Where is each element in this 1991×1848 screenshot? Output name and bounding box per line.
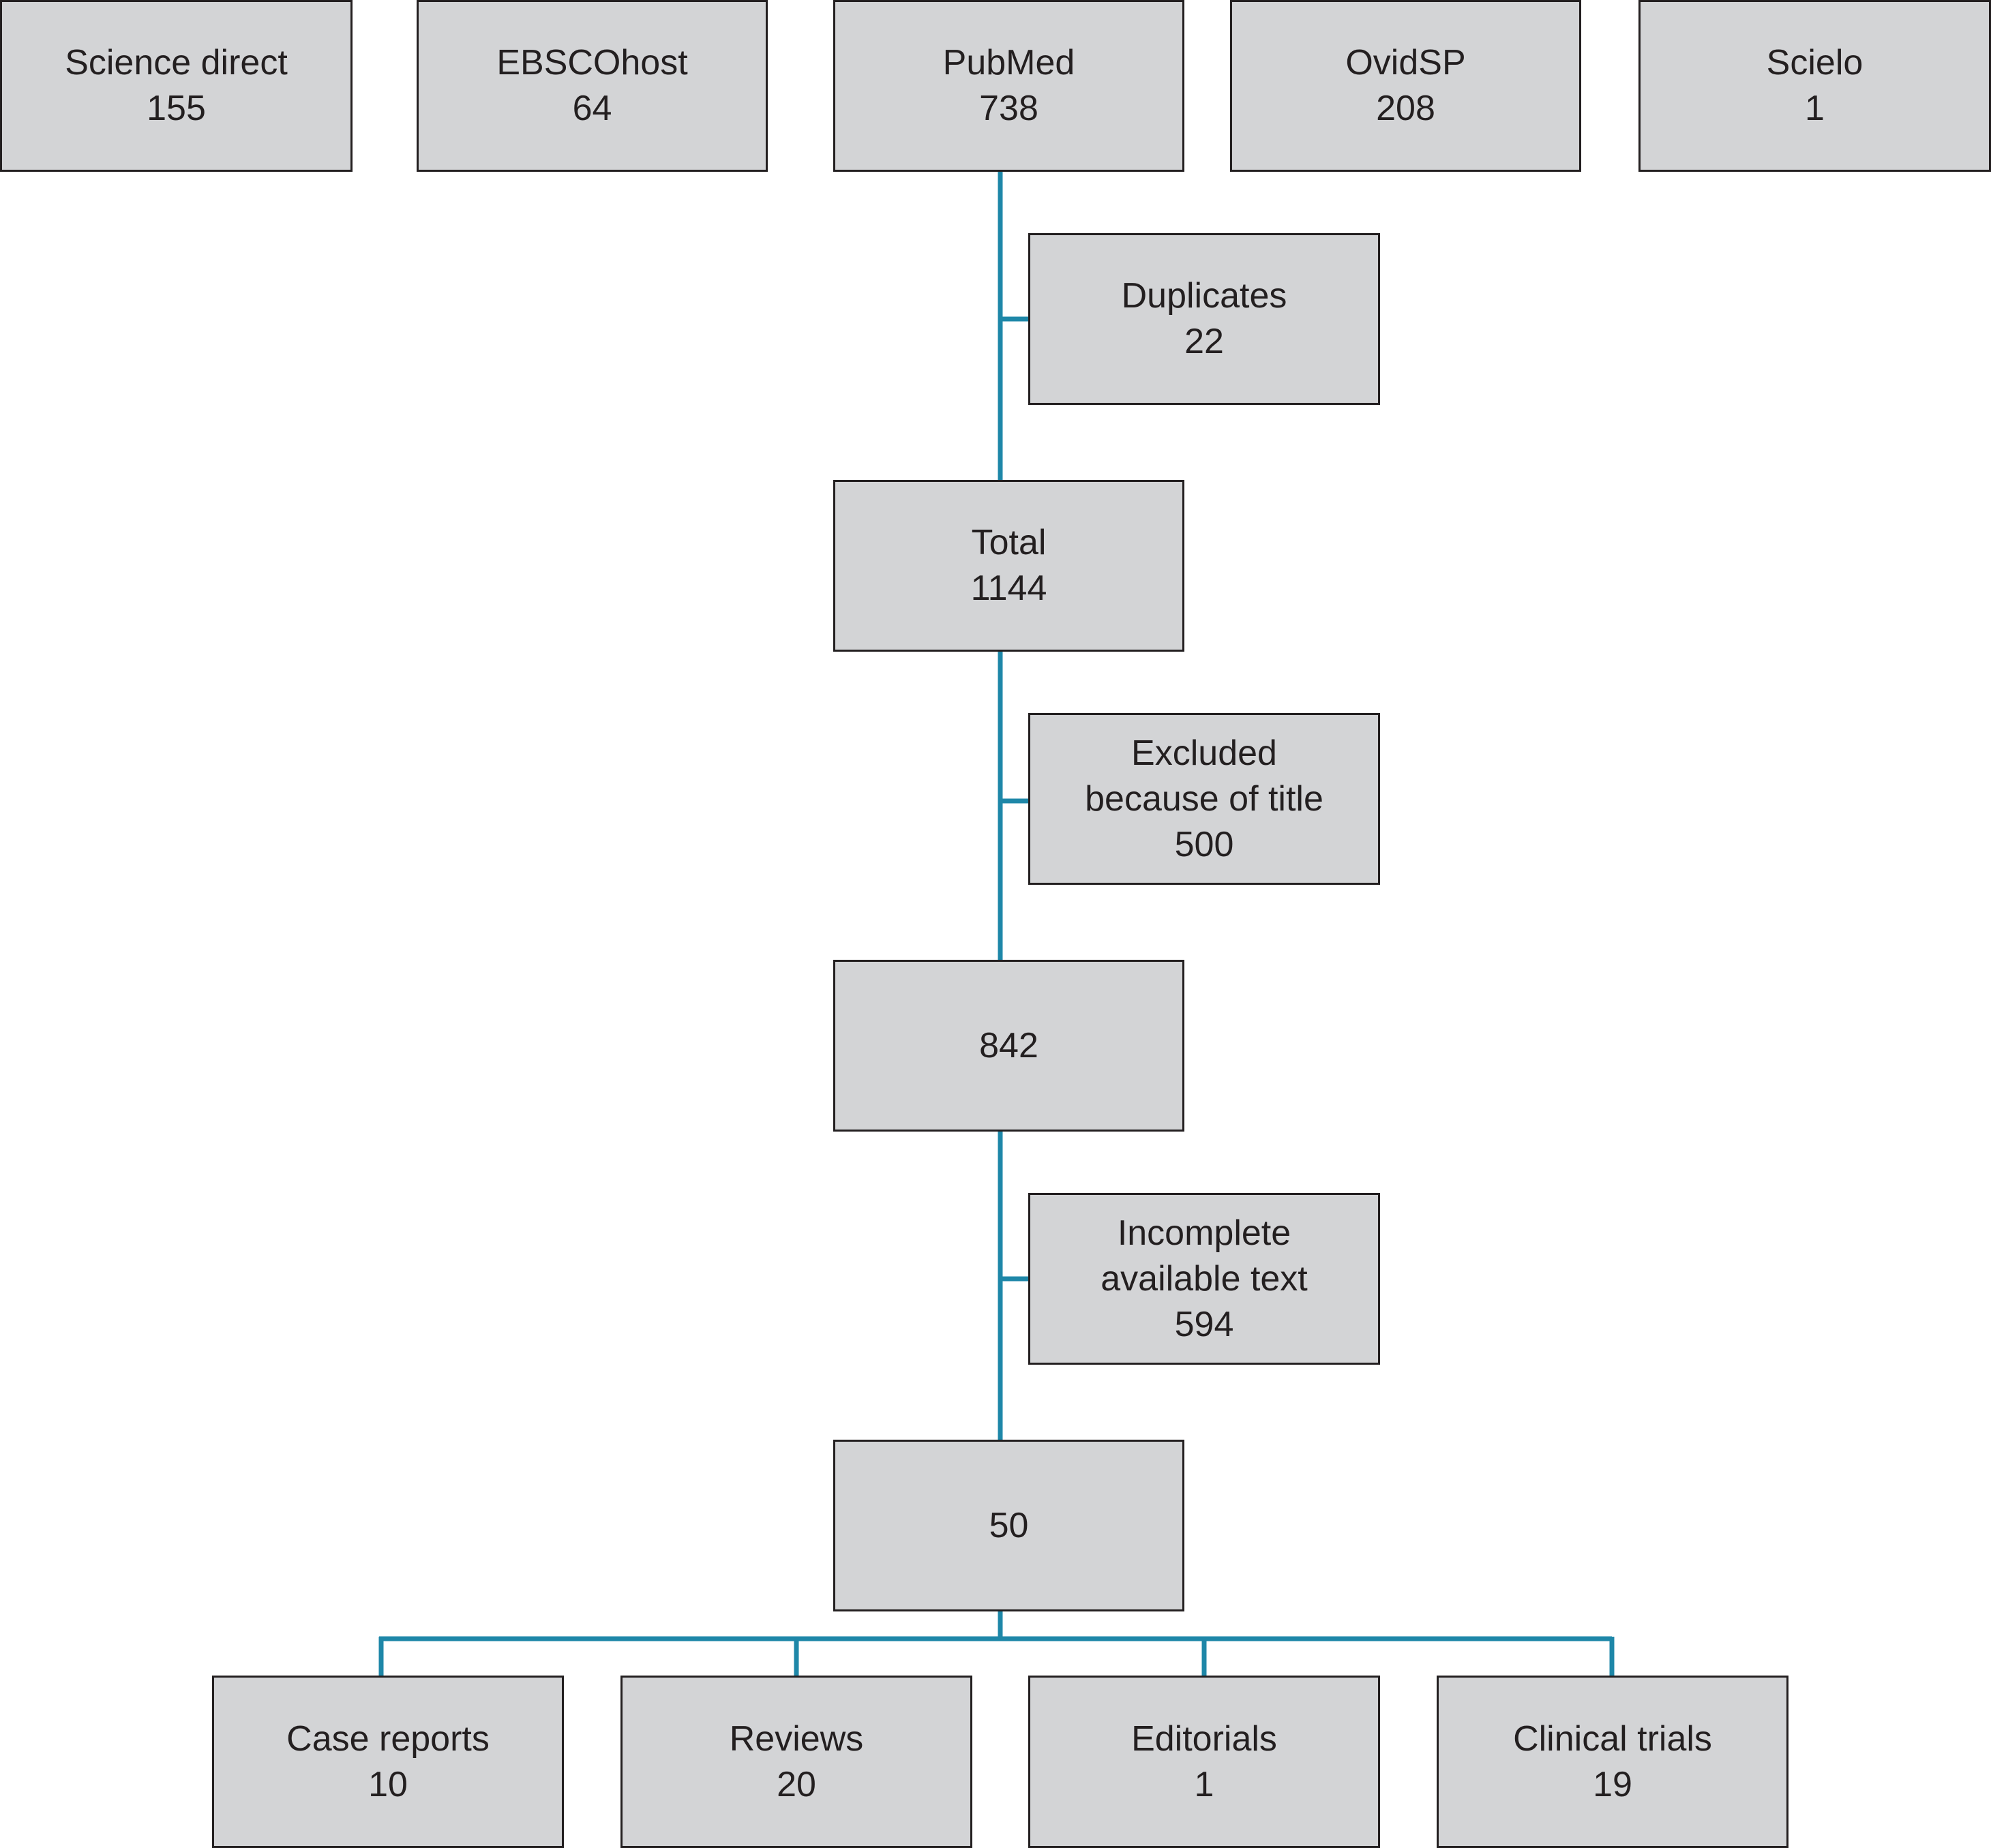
outcome-clinical-trials: Clinical trials 19 [1437,1676,1788,1848]
source-pubmed: PubMed 738 [833,0,1184,172]
final-box: 50 [833,1440,1184,1611]
incomplete-text-box: Incomplete available text 594 [1028,1193,1380,1365]
after-title-box: 842 [833,960,1184,1132]
excluded-title-line1: Excluded [1131,733,1277,773]
duplicates-box: Duplicates 22 [1028,233,1380,405]
outcome-editorials: Editorials 1 [1028,1676,1380,1848]
source-count: 208 [1376,89,1435,128]
final-count: 50 [989,1505,1029,1545]
incomplete-text-line2: available text [1101,1258,1308,1299]
total-box: Total 1144 [833,480,1184,652]
outcome-count: 19 [1593,1764,1632,1804]
source-label: PubMed [942,43,1075,82]
outcome-label: Editorials [1131,1718,1277,1759]
total-count: 1144 [970,569,1047,608]
source-count: 738 [979,89,1038,128]
source-count: 1 [1805,89,1825,128]
outcome-reviews: Reviews 20 [620,1676,972,1848]
source-label: Science direct [65,43,288,82]
source-scielo: Scielo 1 [1638,0,1991,172]
source-count: 155 [147,89,206,128]
duplicates-count: 22 [1184,322,1224,361]
source-science-direct: Science direct 155 [0,0,353,172]
source-label: EBSCOhost [496,43,688,82]
outcome-label: Reviews [729,1718,864,1759]
source-count: 64 [572,89,612,128]
outcome-count: 20 [777,1764,816,1804]
excluded-title-count: 500 [1174,824,1234,864]
outcome-label: Case reports [286,1718,490,1759]
after-title-count: 842 [979,1025,1038,1065]
outcome-case-reports: Case reports 10 [212,1676,564,1848]
source-label: OvidSP [1345,43,1466,82]
outcome-count: 1 [1194,1764,1214,1804]
total-label: Total [971,523,1047,562]
source-ovidsp: OvidSP 208 [1230,0,1581,172]
source-ebscohost: EBSCOhost 64 [417,0,768,172]
source-label: Scielo [1766,43,1863,82]
duplicates-label: Duplicates [1121,276,1287,316]
excluded-title-box: Excluded because of title 500 [1028,713,1380,885]
outcome-label: Clinical trials [1513,1718,1712,1759]
incomplete-text-count: 594 [1174,1304,1234,1344]
incomplete-text-line1: Incomplete [1117,1213,1291,1253]
excluded-title-line2: because of title [1085,778,1323,819]
outcome-count: 10 [368,1764,408,1804]
